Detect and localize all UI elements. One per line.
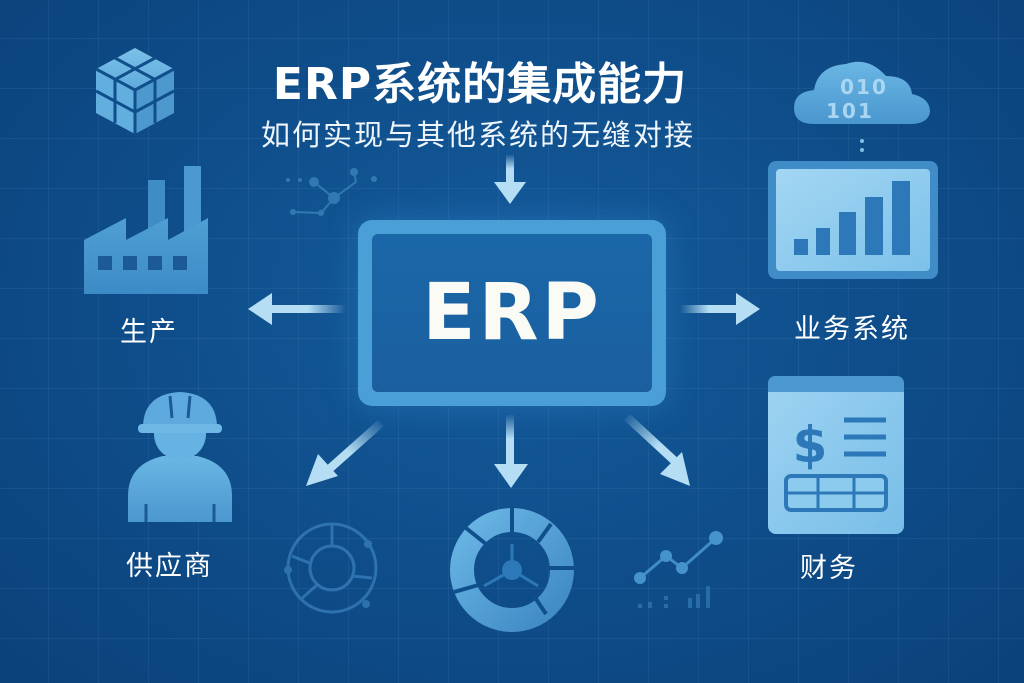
node-business [768,161,938,279]
arrow-erp-to-business [680,293,760,325]
node-finance: $ [768,376,904,534]
node-finance-label: 财务 [800,553,858,584]
node-production [84,166,212,296]
donut-chart-icon [446,504,578,634]
svg-text:010: 010 [840,75,888,99]
node-supplier [118,386,242,526]
ring-chart-outline-icon [284,520,380,616]
worker-icon [128,392,232,522]
page-title: ERP系统的集成能力 [272,59,688,110]
node-business-label: 业务系统 [794,314,910,345]
arrow-erp-to-supplier-area [306,420,384,486]
node-supplier-label: 供应商 [126,551,213,582]
arrow-erp-to-donut [494,414,528,488]
bar-chart-monitor-icon [768,161,938,279]
svg-text:$: $ [793,416,828,474]
svg-text:101: 101 [826,99,874,123]
finance-document-icon: $ [768,376,904,534]
erp-label: ERP [422,268,602,358]
node-production-label: 生产 [120,317,178,348]
erp-core-inner: ERP [372,234,652,392]
arrow-erp-to-production [248,293,346,325]
page-subtitle: 如何实现与其他系统的无缝对接 [260,118,695,152]
arrow-title-to-erp [494,154,526,204]
network-nodes-icon [276,168,396,238]
line-chart-icon [630,526,730,610]
arrow-erp-to-analytics [624,414,690,486]
factory-icon [84,166,208,294]
cube-icon [92,44,178,136]
erp-core-box: ERP [358,220,666,406]
cloud-binary-icon: 010 101 [792,54,932,154]
